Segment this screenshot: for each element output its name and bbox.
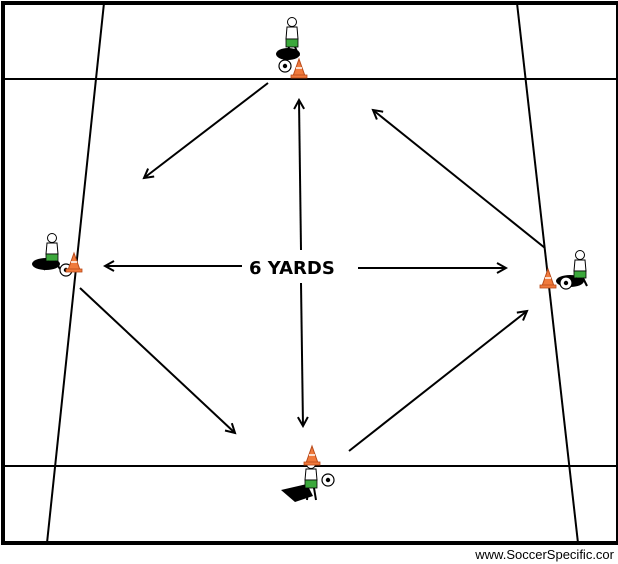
pass-arrow-left-to-bottom xyxy=(79,287,235,433)
distance-arrow-down xyxy=(301,282,303,426)
left-perspective-line xyxy=(46,2,105,544)
distance-arrow-up xyxy=(299,100,301,251)
ball-top xyxy=(278,59,292,73)
ball-right xyxy=(559,276,573,290)
pass-arrow-top-to-left xyxy=(144,82,269,178)
pass-arrow-bottom-to-right xyxy=(348,311,527,452)
distance-label: 6 YARDS xyxy=(249,258,335,279)
pass-arrow-right-to-top xyxy=(373,110,546,249)
player-top xyxy=(276,17,300,60)
credit-text: www.SoccerSpecific.cor xyxy=(475,547,614,562)
player-left xyxy=(32,233,61,271)
ball-bottom xyxy=(321,473,335,487)
